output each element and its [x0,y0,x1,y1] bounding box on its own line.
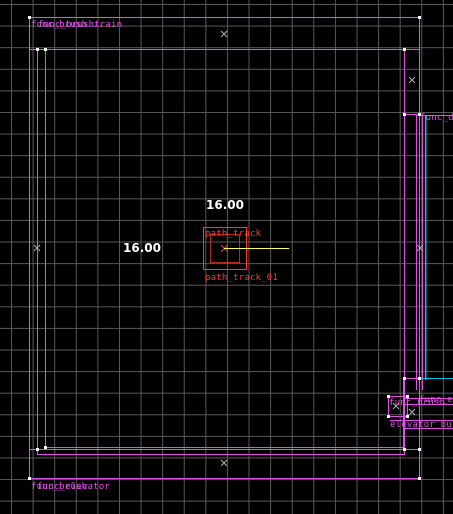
brush-label-bottom-a: func_brush [31,482,88,492]
dimension-width: 16.00 [206,198,244,212]
brush-label-br-func-b: func_ele [419,395,453,405]
dimension-height: 16.00 [123,241,161,255]
brush-label-bottom-b: func_elevator [37,482,111,492]
brush-label-right: func_d [420,113,453,123]
brush-label-top: func_brush... [31,20,105,30]
brush-label-elevator-button: elevator_bu [390,420,452,430]
right-top-brush[interactable] [404,49,420,115]
brush-label-br-func: func_brush [389,398,446,408]
elevator-button-brush[interactable] [388,396,408,417]
brush-label-top-overlap: func_brushtrain [38,20,123,30]
entity-label-path-track-01: path_track_01 [205,273,279,283]
center-markers [33,30,424,467]
entity-label-path-track: path_track [205,229,262,239]
